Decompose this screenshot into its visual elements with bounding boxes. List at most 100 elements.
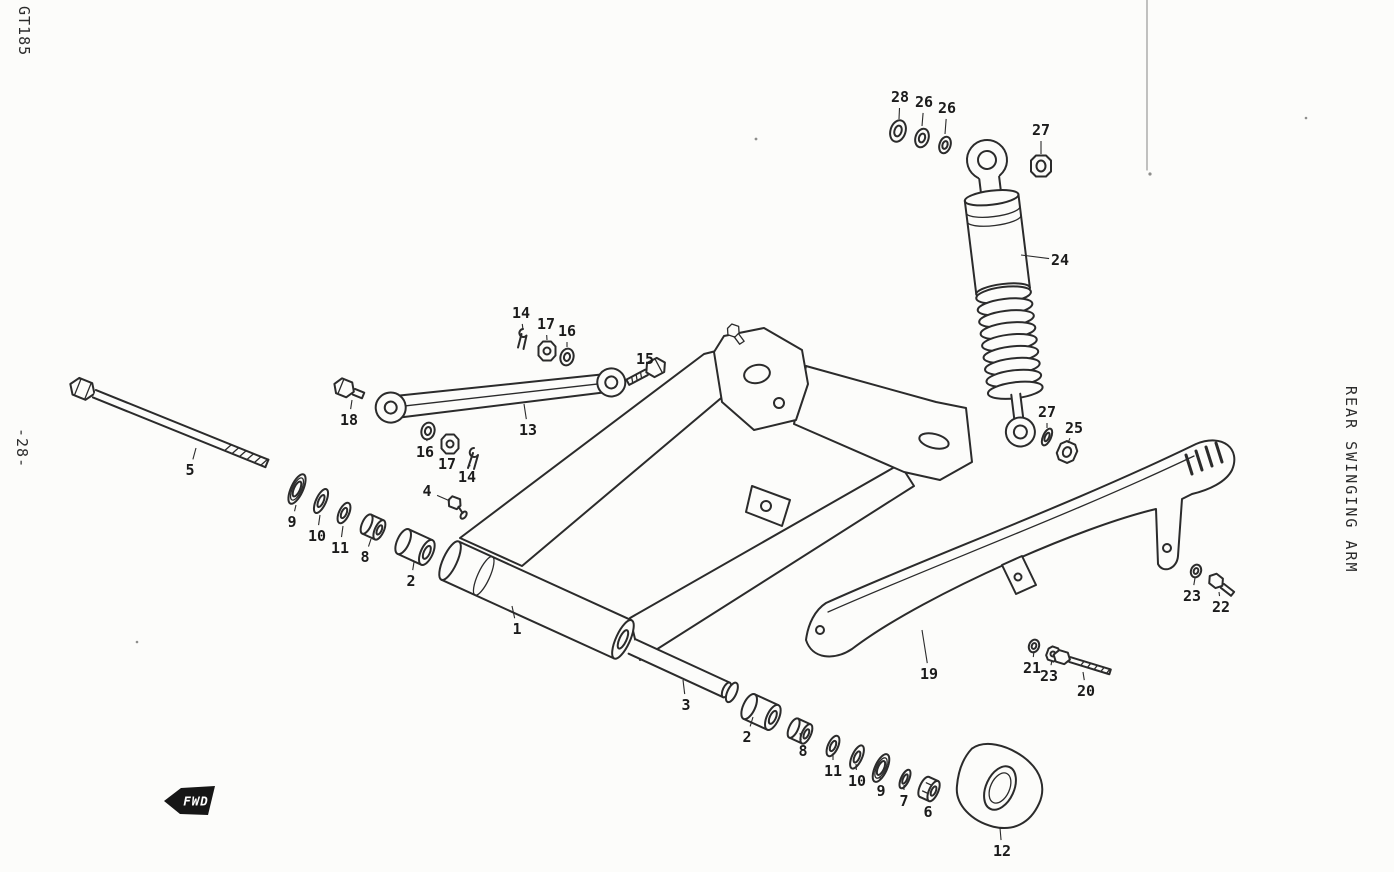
callout-leader-line (999, 827, 1002, 841)
callout-leader-line (1218, 591, 1221, 597)
fwd-marker: FWD (164, 786, 215, 815)
bushing-8-drawing (359, 513, 387, 541)
part-number-callout: 14 (512, 304, 530, 322)
callout-leader-line (944, 118, 947, 135)
callout-leader-line (412, 561, 415, 571)
callout-leader-line (318, 514, 321, 526)
part-number-callout: 27 (1038, 403, 1056, 421)
bolt-18-drawing (333, 377, 366, 400)
dust-seal-9-drawing (287, 473, 307, 505)
washer-23-drawing (1189, 563, 1203, 579)
callout-leader-line (1020, 254, 1050, 260)
part-number-callout: 2 (742, 728, 751, 746)
pivot-shaft-bolt-drawing (69, 376, 270, 469)
part-number-callout: 11 (824, 762, 842, 780)
part-number-callout: 23 (1183, 587, 1201, 605)
part-number-callout: 17 (537, 315, 555, 333)
part-number-callout: 15 (636, 350, 654, 368)
washer-27-drawing (1040, 427, 1054, 447)
washer-16-drawing (420, 421, 436, 441)
callout-leader-line (293, 504, 297, 512)
nut-6-drawing (917, 775, 941, 803)
washer-16-drawing (559, 347, 575, 367)
washer-28-drawing (889, 119, 907, 143)
part-number-callout: 1 (512, 620, 521, 638)
callout-leader-line (1032, 650, 1035, 658)
fwd-label: FWD (183, 794, 209, 809)
callout-leader-line (521, 323, 524, 331)
part-number-callout: 22 (1212, 598, 1230, 616)
cotter-pin-14-drawing (517, 328, 528, 350)
callout-leader-line (749, 716, 754, 727)
bolt-22-drawing (1208, 572, 1236, 597)
callout-leader-line (898, 107, 901, 120)
chain-guard-fasteners-drawing (1027, 563, 1236, 676)
part-number-callout: 17 (438, 455, 456, 473)
washer-10-drawing (849, 744, 865, 770)
bolt-15-drawing (625, 356, 666, 386)
part-number-callout: 18 (340, 411, 358, 429)
callout-leader-line (367, 538, 372, 547)
part-number-callout: 6 (923, 803, 932, 821)
callout-leader-line (1067, 438, 1071, 444)
part-number-callout: 12 (993, 842, 1011, 860)
axle-cap-drawing (955, 742, 1044, 829)
shock-mount-fasteners-top-drawing (889, 119, 1052, 178)
part-number-callout: 14 (458, 468, 476, 486)
link-fasteners-drawing (333, 328, 666, 520)
part-number-callout: 16 (558, 322, 576, 340)
nut-27-drawing (1030, 154, 1052, 178)
bracket-bolt-drawing (726, 323, 745, 345)
part-number-callout: 5 (185, 461, 194, 479)
part-number-callout: 26 (915, 93, 933, 111)
part-number-callout: 25 (1065, 419, 1083, 437)
washer-21-drawing (1027, 638, 1041, 654)
callout-leader-line (921, 629, 928, 664)
nut-25-drawing (1055, 440, 1079, 464)
bushing-washer-stack-right-drawing (740, 693, 941, 803)
bushing-2-drawing (394, 528, 436, 566)
callout-leader-line (350, 399, 353, 410)
bushing-2-drawing (740, 693, 782, 731)
part-number-callout: 8 (798, 742, 807, 760)
callout-leader-line (1082, 671, 1085, 681)
washer-10-drawing (312, 487, 330, 515)
callout-leader-line (921, 112, 924, 127)
torque-link-drawing (374, 367, 627, 424)
grease-fitting-4-drawing (447, 495, 468, 520)
part-number-callout: 10 (308, 527, 326, 545)
part-number-callout: 19 (920, 665, 938, 683)
nut-17-drawing (537, 340, 557, 362)
part-number-callout: 16 (416, 443, 434, 461)
part-number-callout: 13 (519, 421, 537, 439)
part-number-callout: 9 (287, 513, 296, 531)
callout-leader-line (1050, 659, 1053, 666)
callout-leader-line (340, 525, 344, 538)
chain-guard-drawing (805, 439, 1236, 658)
part-number-callout: 21 (1023, 659, 1041, 677)
part-number-callout: 23 (1040, 667, 1058, 685)
spacer-tube-drawing (627, 638, 739, 704)
shock-absorber-drawing (963, 139, 1044, 448)
callout-leader-line (523, 403, 527, 420)
washer-26-drawing (938, 135, 952, 155)
callout-leader-line (192, 447, 197, 460)
part-number-callout: 10 (848, 772, 866, 790)
bushing-washer-stack-left-drawing (287, 473, 436, 566)
cotter-pin-14-drawing (467, 447, 479, 470)
part-number-callout: 8 (360, 548, 369, 566)
nut-17-drawing (440, 433, 460, 455)
washer-7-drawing (898, 768, 912, 790)
part-number-callout: 20 (1077, 682, 1095, 700)
callout-leader-line (799, 732, 802, 741)
part-number-callout: 26 (938, 99, 956, 117)
callout-leader-line (682, 679, 686, 695)
part-number-callout: 7 (899, 792, 908, 810)
part-number-callout: 4 (422, 482, 431, 500)
swing-arm-drawing (438, 323, 973, 661)
part-number-callout: 11 (331, 539, 349, 557)
shock-mount-fasteners-bottom-drawing (1040, 427, 1079, 464)
